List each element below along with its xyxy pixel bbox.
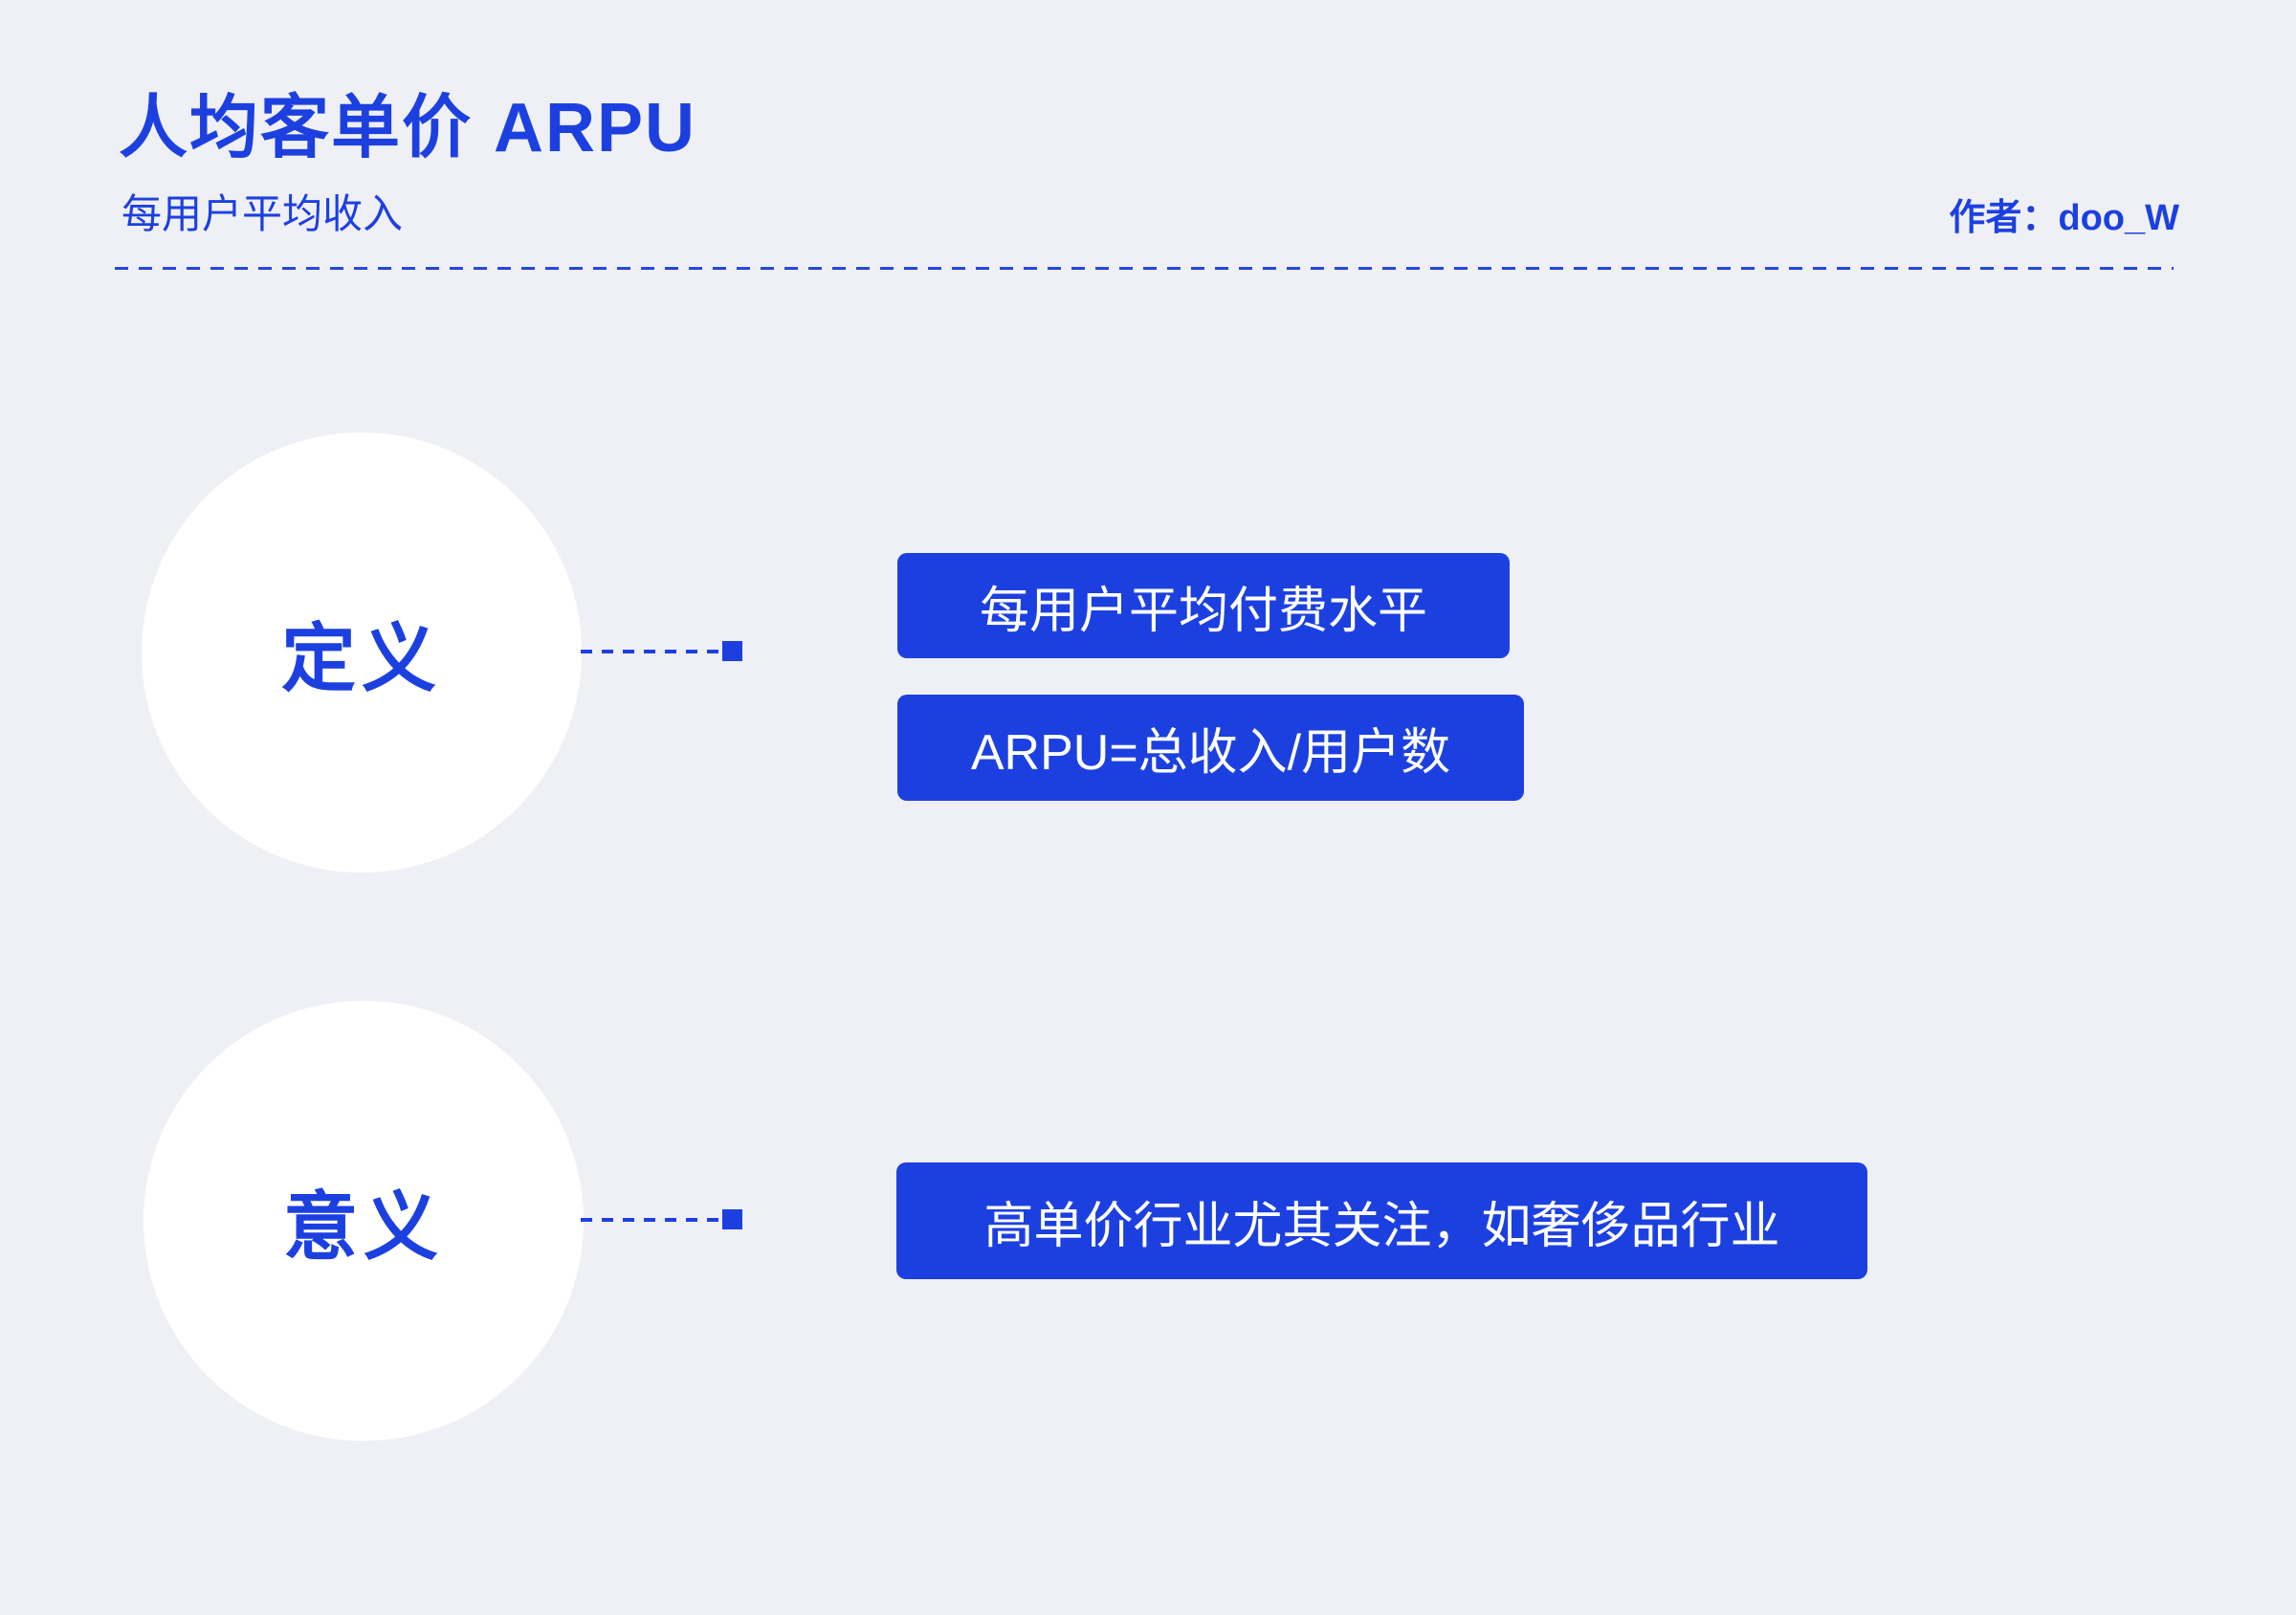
meaning-info-box: 高单价行业尤其关注，如奢侈品行业: [896, 1162, 1867, 1279]
definition-info-box-2: ARPU=总收入/用户数: [897, 695, 1524, 801]
meaning-info-box-label: 高单价行业尤其关注，如奢侈品行业: [983, 1198, 1780, 1254]
definition-info-box-2-label: ARPU=总收入/用户数: [970, 725, 1451, 781]
definition-connector-line: [581, 650, 722, 653]
meaning-circle-label: 意义: [282, 1184, 444, 1269]
definition-info-box-1-label: 每用户平均付费水平: [979, 583, 1427, 639]
header-dashed-divider: [115, 267, 2174, 270]
author-label: 作者：doo_W: [1949, 198, 2179, 238]
meaning-circle: 意义: [144, 1001, 584, 1441]
definition-circle-label: 定义: [280, 616, 442, 700]
meaning-connector-endpoint-square: [722, 1209, 742, 1229]
definition-circle: 定义: [142, 432, 582, 873]
page-title: 人均客单价 ARPU: [119, 90, 697, 166]
definition-info-box-1: 每用户平均付费水平: [897, 553, 1510, 658]
page-subtitle: 每用户平均收入: [121, 191, 404, 236]
meaning-connector-line: [581, 1218, 722, 1222]
definition-connector-endpoint-square: [722, 641, 742, 661]
